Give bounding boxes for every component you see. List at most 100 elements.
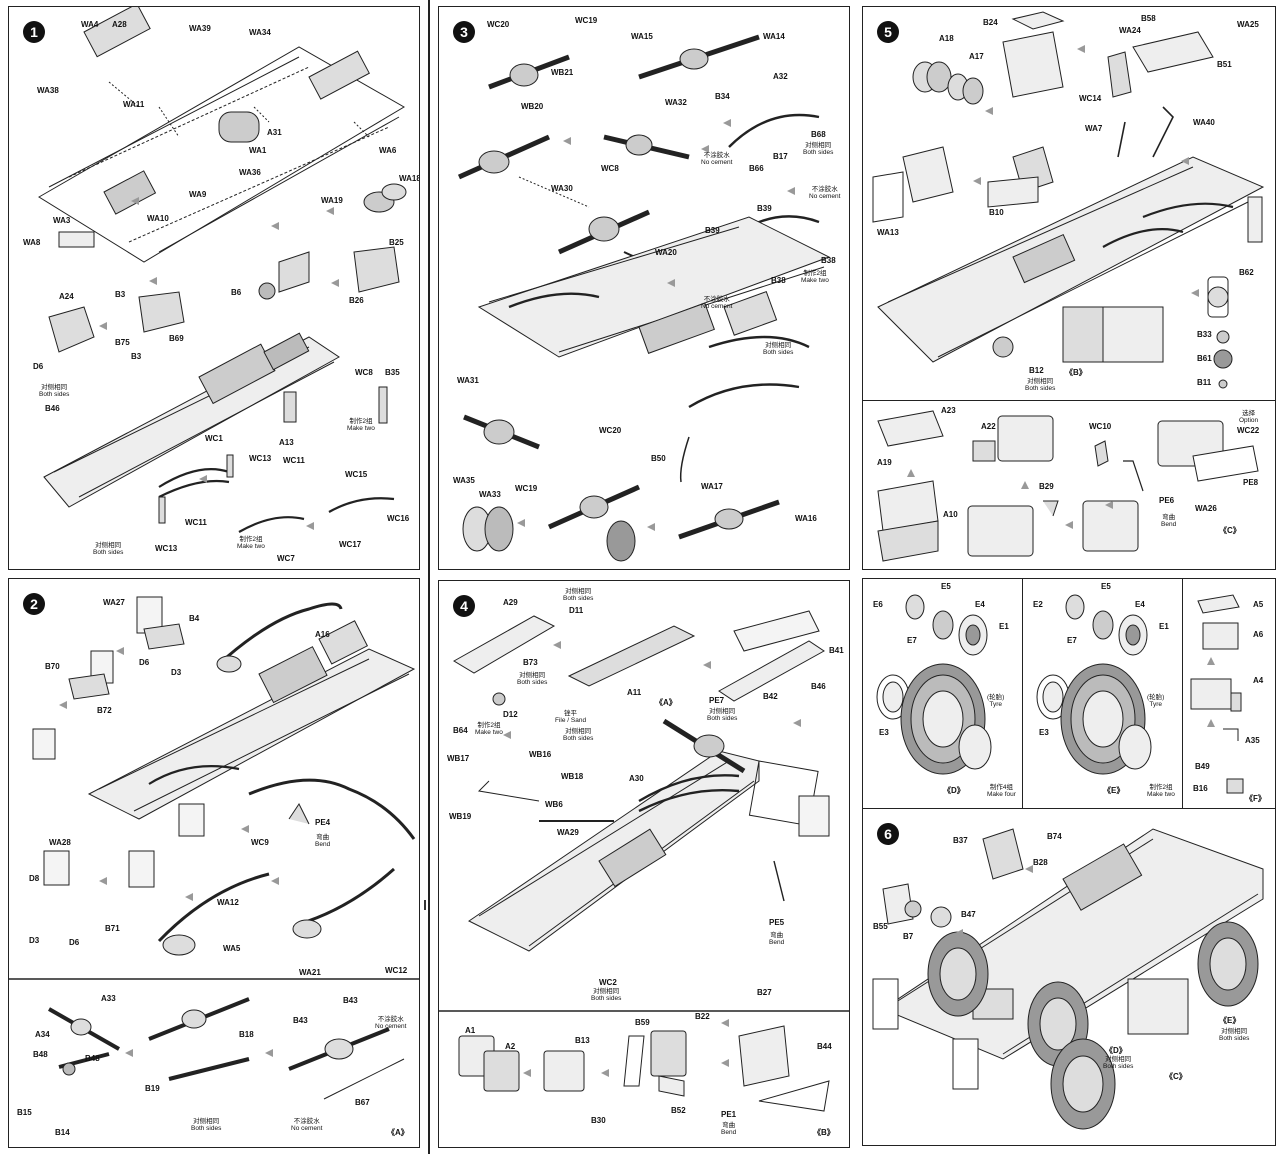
part-label: D12 (503, 710, 518, 719)
part-label: B72 (97, 706, 112, 715)
part-label: WC13 (155, 544, 178, 553)
part-label: B74 (1047, 832, 1062, 841)
note-cn: 对侧相同 (1027, 378, 1054, 385)
part-label: E7 (1067, 636, 1077, 645)
part-label: B34 (715, 92, 730, 101)
part-label: WC13 (249, 454, 272, 463)
part-label: WA9 (189, 190, 207, 199)
part-label: A5 (1253, 600, 1264, 609)
part-label: B75 (115, 338, 130, 347)
step-number: 1 (23, 21, 45, 43)
both-sides-note: 对侧相同 Both sides (1025, 378, 1055, 393)
make-four-note: 制作4组 Make four (987, 784, 1016, 799)
step-5c-drawing (877, 410, 1259, 562)
note-cn: 对侧相同 (1105, 1056, 1132, 1063)
part-label: B59 (635, 1018, 650, 1027)
part-label: E1 (999, 622, 1009, 631)
note-en: Bend (721, 1128, 737, 1136)
step-3-drawing (457, 34, 831, 562)
part-label: WB19 (449, 812, 472, 821)
step-3-panel: 3 WC20 WC19 WB21 WB20 WA15 WA14 WA32 A32… (438, 6, 850, 570)
part-label: WC20 (599, 426, 622, 435)
note-en: Both sides (563, 734, 594, 742)
note-en: Both sides (591, 994, 622, 1002)
part-label: B70 (45, 662, 60, 671)
note-en: No cement (809, 192, 841, 200)
part-label: B44 (817, 1042, 832, 1051)
both-sides-note: 对侧相同 Both sides (563, 588, 593, 603)
bend-note: 弯曲 Bend (721, 1122, 737, 1137)
note-en: Both sides (517, 678, 548, 686)
part-label: B47 (961, 910, 976, 919)
part-label: B3 (115, 290, 126, 299)
note-cn: 弯曲 (316, 834, 330, 841)
part-label: B61 (1197, 354, 1212, 363)
part-label: B48 (85, 1054, 100, 1063)
note-en: Both sides (763, 348, 794, 356)
part-label: WB18 (561, 772, 584, 781)
note-cn: 选择 (1242, 410, 1256, 417)
sub-assembly-tag: 《F》 (1245, 794, 1266, 803)
note-en: Both sides (1219, 1034, 1250, 1042)
sub-assembly-tag-c: 《C》 (1165, 1072, 1187, 1081)
part-label: E2 (1033, 600, 1043, 609)
part-label: B24 (983, 18, 998, 27)
step-1-panel: 1 WA4 A28 WA39 WA34 WA38 WA11 WA1 A31 WA… (8, 6, 420, 570)
part-label: B39 (705, 226, 720, 235)
part-label: WA7 (1085, 124, 1103, 133)
part-label: B73 (523, 658, 538, 667)
file-note: 锉平 File / Sand (555, 710, 586, 725)
step-5e-panel: E2 E5 E4 E7 E1 E3 (轮胎) Tyre 《E》 制作2组 Mak… (1022, 578, 1186, 810)
step-5-drawing (872, 11, 1265, 389)
note-cn: 锉平 (564, 710, 578, 717)
column-divider (428, 0, 430, 1154)
part-label: A32 (773, 72, 788, 81)
part-label: WA13 (877, 228, 899, 237)
part-label: WA33 (479, 490, 501, 499)
part-label: B46 (811, 682, 826, 691)
part-label: WA29 (557, 828, 579, 837)
part-label: WA15 (631, 32, 653, 41)
part-label: WC9 (251, 838, 269, 847)
part-label: E7 (907, 636, 917, 645)
part-label: WA6 (379, 146, 397, 155)
part-label: PE7 (709, 696, 725, 705)
part-label: WC2 (599, 978, 617, 987)
part-label: WC14 (1079, 94, 1102, 103)
part-label: A11 (627, 688, 642, 697)
part-label: A17 (969, 52, 984, 61)
part-label: B37 (953, 836, 968, 845)
note-en: Make two (1147, 790, 1175, 798)
part-label: WB21 (551, 68, 574, 77)
part-label: A23 (941, 406, 956, 415)
both-sides-note: 对侧相同 Both sides (591, 988, 622, 1003)
step-number: 5 (877, 21, 899, 43)
note-cn: 对侧相同 (193, 1118, 220, 1125)
part-label: B50 (651, 454, 666, 463)
step-5f-panel: A5 A6 A4 A35 B49 B16 《F》 (1182, 578, 1276, 810)
no-cement-note: 不涂胶水 No cement (701, 152, 732, 167)
note-cn: 对侧相同 (1221, 1028, 1248, 1035)
no-cement-note: 不涂胶水 No cement (809, 186, 841, 201)
step-5c-panel: A23 A19 A10 A22 B29 WC10 PE6 弯曲 Bend WA2… (862, 400, 1276, 570)
part-label: PE8 (1243, 478, 1259, 487)
part-label: A24 (59, 292, 74, 301)
part-label: WA19 (321, 196, 343, 205)
option-note: 选择 Option (1239, 410, 1258, 425)
part-label: D11 (569, 606, 584, 615)
part-label: A10 (943, 510, 958, 519)
part-label: WC22 (1237, 426, 1260, 435)
make-two-note: 制作2组 Make two (475, 722, 503, 737)
step-5d-panel: E6 E5 E4 E7 E1 E3 (轮胎) Tyre 《D》 制作4组 Mak… (862, 578, 1026, 810)
note-en: Make two (801, 276, 829, 284)
part-label: WA26 (1195, 504, 1217, 513)
part-label: B7 (903, 932, 914, 941)
both-sides-note: 对侧相同 Both sides (763, 342, 794, 357)
note-cn: 对侧相同 (805, 142, 832, 149)
part-label: B26 (349, 296, 364, 305)
part-label: B27 (757, 988, 772, 997)
part-label: WC20 (487, 20, 510, 29)
sub-assembly-tag-d: 《D》 (1105, 1046, 1127, 1055)
part-label: WA39 (189, 24, 211, 33)
part-label: A6 (1253, 630, 1264, 639)
